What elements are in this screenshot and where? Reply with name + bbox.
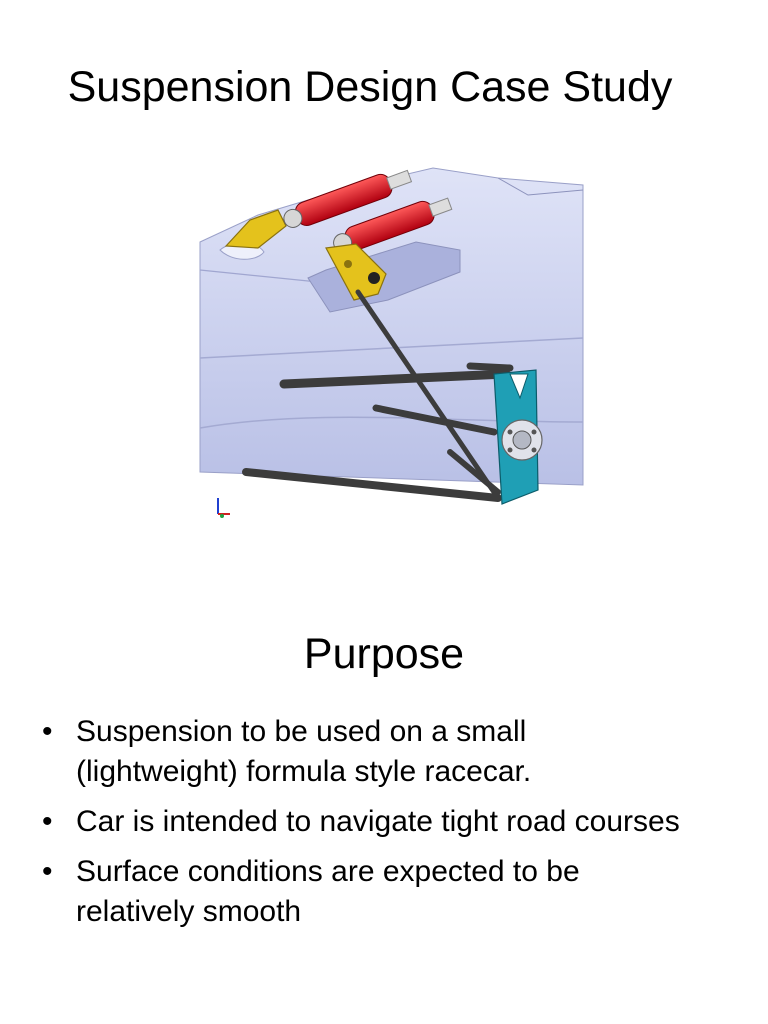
bullet-marker: • [42,855,53,888]
bullet-text: Car is intended to navigate tight road c… [76,805,680,838]
bullet-item: • Suspension to be used on a small (ligh… [42,712,682,792]
suspension-cad-render [199,167,584,518]
bullet-text: Suspension to be used on a small (lightw… [76,715,532,788]
axis-triad-icon [217,498,230,518]
slide-title-heading: Suspension Design Case Study [67,63,673,111]
bullet-marker: • [42,805,53,838]
slide-purpose: Purpose • Suspension to be used on a sma… [0,512,768,1024]
chassis-body [199,167,584,486]
wheel-upright [493,369,543,505]
slide-title: Suspension Design Case Study [67,63,673,518]
bullet-marker: • [42,715,53,748]
bullet-item: • Surface conditions are expected to be … [42,852,682,932]
bullet-item: • Car is intended to navigate tight road… [42,802,682,842]
bullet-text: Surface conditions are expected to be re… [76,855,580,928]
purpose-bullet-list: • Suspension to be used on a small (ligh… [42,712,682,942]
rear-rocker [224,209,287,249]
front-rocker [325,243,387,301]
suspension-rods [242,289,514,502]
purpose-heading: Purpose [303,630,465,678]
